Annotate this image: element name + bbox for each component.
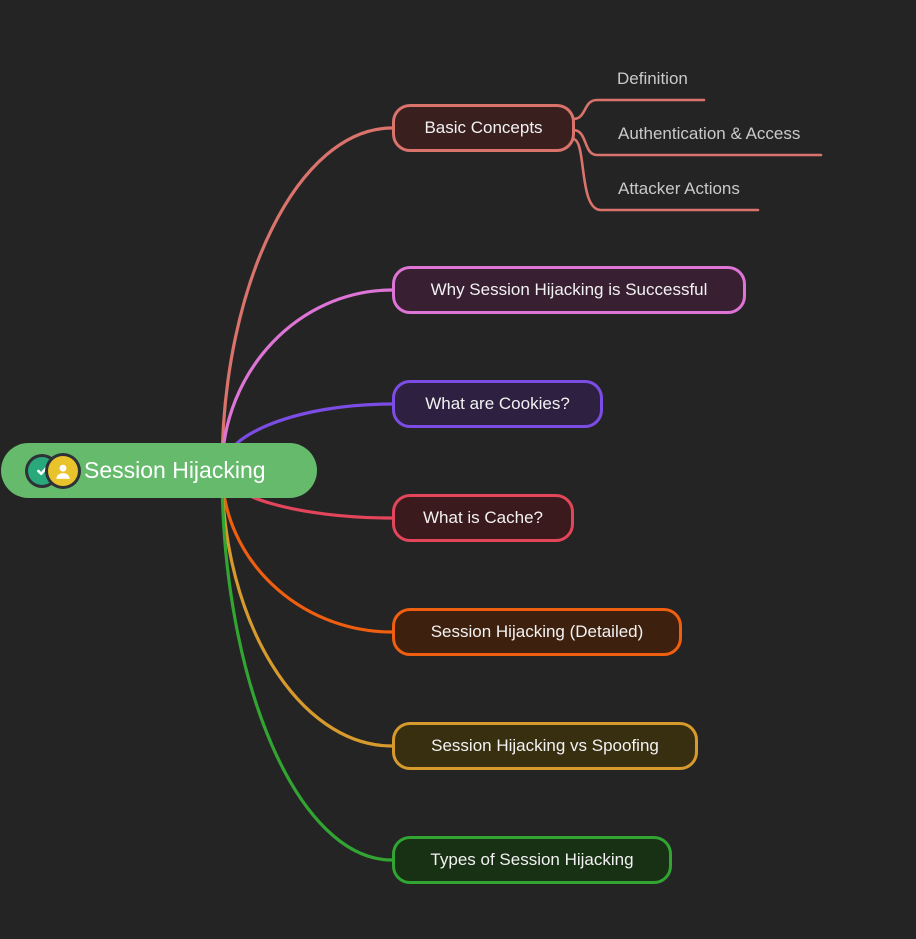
root-label: Session Hijacking bbox=[84, 457, 266, 483]
link-attacker-actions bbox=[571, 137, 760, 212]
node-why-session-hijacking-is-successful[interactable]: Why Session Hijacking is Successful bbox=[392, 266, 746, 314]
node-what-is-cache[interactable]: What is Cache? bbox=[392, 494, 574, 542]
leaf-attacker-actions[interactable]: Attacker Actions bbox=[618, 179, 740, 198]
link-basic-concepts bbox=[220, 126, 394, 472]
node-label: What are Cookies? bbox=[425, 394, 570, 413]
node-label: Types of Session Hijacking bbox=[430, 850, 634, 869]
link-why-successful bbox=[220, 288, 394, 472]
node-label: Basic Concepts bbox=[424, 118, 543, 137]
node-label: Session Hijacking (Detailed) bbox=[430, 622, 644, 641]
node-session-hijacking-detailed[interactable]: Session Hijacking (Detailed) bbox=[392, 608, 682, 656]
node-what-are-cookies[interactable]: What are Cookies? bbox=[392, 380, 603, 428]
node-label: Session Hijacking vs Spoofing bbox=[431, 736, 659, 755]
link-hijacking-vs-spoofing bbox=[220, 468, 394, 748]
link-types-of-hijacking bbox=[220, 468, 394, 862]
node-session-hijacking-vs-spoofing[interactable]: Session Hijacking vs Spoofing bbox=[392, 722, 698, 770]
root-node-session-hijacking[interactable]: Session Hijacking bbox=[1, 443, 317, 498]
user-icon bbox=[48, 455, 78, 486]
leaf-authentication-access[interactable]: Authentication & Access bbox=[618, 124, 801, 143]
node-label: Why Session Hijacking is Successful bbox=[430, 280, 708, 299]
node-types-of-session-hijacking[interactable]: Types of Session Hijacking bbox=[392, 836, 672, 884]
node-basic-concepts[interactable]: Basic Concepts bbox=[392, 104, 575, 152]
leaf-definition[interactable]: Definition bbox=[617, 69, 688, 88]
link-definition bbox=[571, 98, 706, 121]
link-hijacking-detailed bbox=[220, 468, 394, 634]
link-authentication-access bbox=[571, 128, 823, 157]
node-label: What is Cache? bbox=[423, 508, 543, 527]
